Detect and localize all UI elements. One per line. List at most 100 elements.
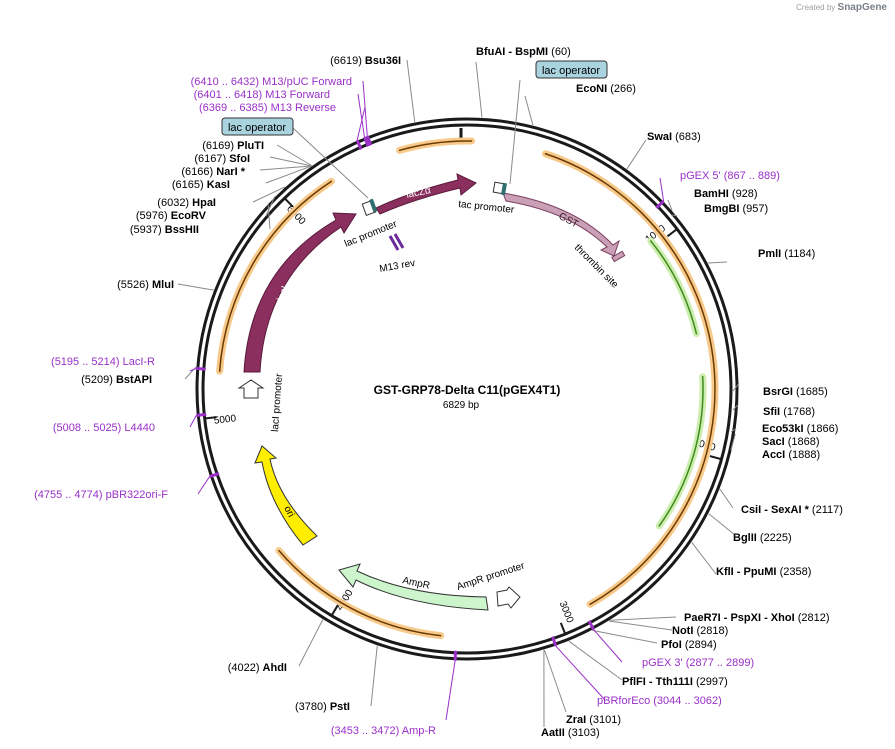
enzyme-bsrgi-label[interactable]: BsrGI (1685) [763, 386, 828, 398]
leader-line [671, 214, 677, 217]
leader-line [265, 165, 312, 184]
enzyme-bmgbi-label[interactable]: BmgBI (957) [704, 203, 768, 215]
tick-1000 [666, 228, 678, 238]
lac-operator-top[interactable]: lac operator [535, 60, 608, 79]
primer-l4440-label[interactable]: (5008 .. 5025) L4440 [53, 422, 155, 434]
primer-pbrforeco-label[interactable]: pBRforEco (3044 .. 3062) [597, 695, 722, 707]
enzyme-psti-label[interactable]: (3780) PstI [295, 701, 350, 713]
enzyme-bsu36i-label[interactable]: (6619) Bsu36I [330, 55, 401, 67]
enzyme-ecorv-label[interactable]: (5976) EcoRV [136, 210, 207, 222]
enzyme-bsu36i-label-position: (6619) [330, 55, 362, 67]
enzyme-bglii-label-name: BglII [733, 532, 757, 544]
leader-line [269, 156, 312, 167]
enzyme-pmli-label-position: (1184) [784, 248, 815, 260]
enzyme-eco53ki-label[interactable]: Eco53kI (1866) [762, 423, 838, 435]
enzyme-nari-label[interactable]: (6166) NarI * [181, 166, 245, 178]
enzyme-bsrgi-label-name: BsrGI [763, 386, 793, 398]
feature-tac-promoter[interactable] [492, 181, 508, 196]
primer-pbrforeco-label-name: pBRforEco [597, 695, 650, 707]
enzyme-pflfi-tth111i-label[interactable]: PflFI - Tth111I (2997) [622, 676, 728, 688]
orf-arc-left-line [218, 180, 333, 372]
enzyme-swai-label[interactable]: SwaI (683) [647, 131, 701, 143]
enzyme-pfoi-label[interactable]: PfoI (2894) [661, 639, 717, 651]
enzyme-sfoi-label-name: SfoI [229, 153, 250, 165]
leader-line [708, 513, 736, 536]
enzyme-acci-label[interactable]: AccI (1888) [762, 449, 820, 461]
enzyme-sfoi-label[interactable]: (6167) SfoI [194, 153, 250, 165]
leader-line [267, 203, 271, 230]
primer-pbrforeco-label-position: (3044 .. 3062) [653, 695, 722, 707]
leader-line [265, 196, 276, 217]
enzyme-bamhi-label[interactable]: BamHI (928) [694, 188, 758, 200]
enzyme-sfii-label-name: SfiI [763, 406, 780, 418]
feature-m13-rev[interactable] [388, 233, 405, 251]
enzyme-bstapi-label[interactable]: (5209) BstAPI [81, 374, 152, 386]
primer-m13-forward-label-position: (6401 .. 6418) [194, 89, 263, 101]
enzyme-paer7i-pspxi-xhoi-label[interactable]: PaeR7I - PspXI - XhoI (2812) [684, 612, 830, 624]
enzyme-sfii-label[interactable]: SfiI (1768) [763, 406, 815, 418]
map-length: 6829 bp [443, 400, 480, 411]
primer-pbr322ori-f-label[interactable]: (4755 .. 4774) pBR322ori-F [34, 489, 168, 501]
primer-laci-r-label-name: LacI-R [123, 356, 155, 368]
primer-m13-reverse-label[interactable]: (6369 .. 6385) M13 Reverse [199, 102, 336, 114]
enzyme-csii-sexai-label[interactable]: CsiI - SexAI * (2117) [741, 504, 843, 516]
enzyme-noti-label[interactable]: NotI (2818) [672, 625, 728, 637]
enzyme-swai-label-position: (683) [675, 131, 701, 143]
enzyme-pflfi-tth111i-label-position: (2997) [696, 676, 728, 688]
enzyme-nari-label-name: NarI * [216, 166, 245, 178]
enzyme-aatii-label[interactable]: AatII (3103) [541, 727, 600, 739]
primer-pgex-5-label[interactable]: pGEX 5' (867 .. 889) [680, 170, 780, 182]
orf-green-upper-line [650, 240, 698, 335]
feature-lac-promoter[interactable] [361, 198, 378, 216]
enzyme-saci-label[interactable]: SacI (1868) [762, 436, 820, 448]
primer-amp-r-label[interactable]: (3453 .. 3472) Amp-R [331, 725, 436, 737]
enzyme-mlui-label[interactable]: (5526) MluI [117, 279, 174, 291]
enzyme-bamhi-label-name: BamHI [694, 188, 729, 200]
feature-ori[interactable]: ori [254, 445, 318, 546]
feature-thrombin-site[interactable] [611, 250, 626, 263]
enzyme-kfli-ppumi-label[interactable]: KflI - PpuMI (2358) [716, 566, 811, 578]
orf-green-lower [655, 373, 707, 530]
feature-ampr-promoter[interactable] [496, 586, 521, 609]
enzyme-ecorv-label-name: EcoRV [171, 210, 207, 222]
lac-operator-left[interactable]: lac operator [221, 117, 294, 136]
lac-operator-top-label: lac operator [542, 65, 600, 77]
enzyme-pmli-label[interactable]: PmlI (1184) [758, 248, 815, 260]
leader-line [610, 616, 677, 621]
enzyme-econi-label[interactable]: EcoNI (266) [576, 83, 636, 95]
primer-m13-forward-label[interactable]: (6401 .. 6418) M13 Forward [194, 89, 330, 101]
leader-line [708, 261, 728, 264]
primer-mark [209, 472, 220, 479]
primer-laci-r-label[interactable]: (5195 .. 5214) LacI-R [51, 356, 155, 368]
primer-m13-reverse-label-name: M13 Reverse [271, 102, 336, 114]
leader-line [730, 433, 736, 451]
enzyme-kasi-label[interactable]: (6165) KasI [172, 179, 230, 191]
leader-line [524, 95, 534, 126]
enzyme-ahdi-label[interactable]: (4022) AhdI [228, 662, 287, 674]
enzyme-bglii-label[interactable]: BglII (2225) [733, 532, 792, 544]
m13-rev-label: M13 rev [379, 258, 416, 275]
primer-mark [195, 366, 206, 371]
feature-laci-promoter[interactable] [237, 379, 265, 399]
primer-leader [555, 645, 606, 701]
enzyme-pfoi-label-position: (2894) [685, 639, 717, 651]
enzyme-hpai-label[interactable]: (6032) HpaI [157, 197, 216, 209]
feature-lacz-alpha[interactable]: lacZα [375, 173, 477, 215]
laci-promoter-label: lacI promoter [270, 373, 285, 433]
enzyme-pluti-label[interactable]: (6169) PluTI [202, 140, 264, 152]
enzyme-bamhi-label-position: (928) [732, 188, 758, 200]
ampr-promoter-label: AmpR promoter [456, 560, 527, 592]
primer-m13-puc-forward-label[interactable]: (6410 .. 6432) M13/pUC Forward [191, 76, 352, 88]
feature-gst[interactable]: GST [502, 192, 620, 257]
lac-operator-leader [509, 79, 521, 185]
leader-line [475, 61, 483, 118]
primer-pbr322ori-f-label-name: pBR322ori-F [106, 489, 169, 501]
primer-leader [445, 660, 456, 721]
enzyme-bfuai-bspmi-label[interactable]: BfuAI - BspMI (60) [476, 46, 571, 58]
enzyme-zrai-label[interactable]: ZraI (3101) [566, 714, 621, 726]
map-title: GST-GRP78-Delta C11(pGEX4T1) [374, 383, 561, 397]
feature-laci[interactable]: lacI [243, 212, 357, 373]
primer-pgex-3-label[interactable]: pGEX 3' (2877 .. 2899) [642, 657, 754, 669]
enzyme-bsshii-label[interactable]: (5937) BssHII [130, 224, 199, 236]
